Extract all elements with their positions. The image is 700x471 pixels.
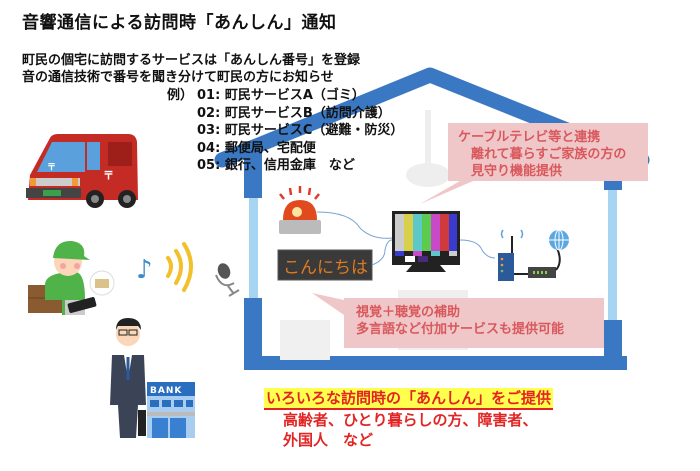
list-item: 02: 町民サービスB（訪問介護） [157,105,403,123]
example-label: 銀行、信用金庫 など [224,158,355,173]
warning-light-icon [279,186,321,234]
example-lead: 例） [166,88,193,103]
example-list: 例） 01: 町民サービスA（ゴミ） 02: 町民サービスB（訪問介護） 03: … [157,87,403,175]
example-label: 町民サービスC（避難・防災） [224,123,404,138]
callout-line: ケーブルテレビ等と連携 [458,130,601,145]
intro-line-2: 音の通信技術で番号を聞き分けて町民の方にお知らせ [22,70,334,85]
example-code: 01: [197,88,221,103]
page-title: 音響通信による訪問時「あんしん」通知 [22,13,337,33]
example-code: 04: [197,140,221,156]
example-label: 町民サービスB（訪問介護） [224,105,391,121]
svg-text:〒: 〒 [47,163,56,173]
callout-tail-assist [312,293,344,315]
callout-line: 視覚＋聴覚の補助 [356,305,461,320]
svg-text:BANK: BANK [150,386,182,396]
svg-text:〒: 〒 [103,169,114,182]
sound-wave-icon: ♪ [136,242,193,292]
svg-text:♪: ♪ [136,255,153,285]
example-label: 郵便局、宅配便 [224,140,316,156]
delivery-person-icon [28,240,115,315]
intro-line-1: 町民の個宅に訪問するサービスは「あんしん番号」を登録 [22,53,361,68]
example-code: 02: [197,105,221,121]
list-item: 05: 銀行、信用金庫 など [157,157,403,175]
svg-text:こんにちは: こんにちは [283,258,368,278]
callout-cable-tv: ケーブルテレビ等と連携 離れて暮らすご家族の方の 見守り機能提供 [448,123,648,181]
callout-line: 見守り機能提供 [458,164,563,179]
bottom-targets: 高齢者、ひとり暮らしの方、障害者、 外国人 など [283,410,538,450]
intro-text: 町民の個宅に訪問するサービスは「あんしん番号」を登録 音の通信技術で番号を聞き分… [22,52,360,86]
post-van-icon: 〒 〒 [26,134,138,208]
router-icon [498,229,561,281]
list-item: 例） 01: 町民サービスA（ゴミ） [157,87,403,105]
callout-tail-cable [420,178,480,204]
television-icon [392,211,460,272]
microphone-icon [215,263,240,297]
globe-icon [549,229,569,251]
example-code: 05: [197,158,221,173]
bottom-line-1: 高齢者、ひとり暮らしの方、障害者、 [283,411,538,429]
callout-line: 離れて暮らすご家族の方の [458,147,627,162]
list-item: 03: 町民サービスC（避難・防災） [157,122,403,140]
led-display-icon: こんにちは [277,249,373,281]
bank-building-icon: BANK [147,382,195,438]
example-label: 町民サービスA（ゴミ） [224,88,365,103]
callout-line: 多言語など付加サービスも提供可能 [356,322,565,337]
businessman-icon [110,318,146,438]
bottom-line-2: 外国人 など [283,431,374,449]
bottom-headline: いろいろな訪問時の「あんしん」をご提供 [264,388,554,410]
list-item: 04: 郵便局、宅配便 [157,140,403,158]
callout-assist: 視覚＋聴覚の補助 多言語など付加サービスも提供可能 [344,298,604,348]
example-code: 03: [197,123,221,138]
